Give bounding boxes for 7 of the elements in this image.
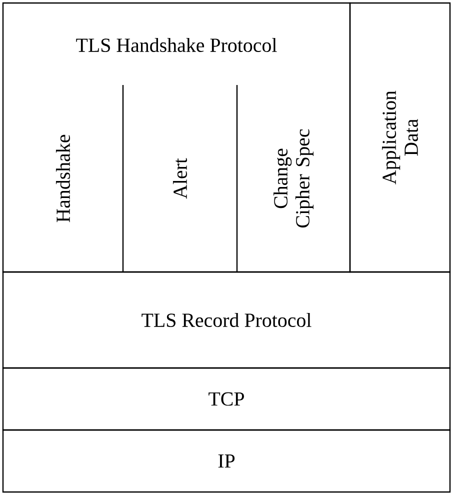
protocol-column: Handshake — [56, 134, 70, 222]
protocol-column: Alert — [172, 158, 187, 199]
protocol-column-box: Application Data — [349, 2, 451, 273]
layer-box: IP — [2, 429, 451, 493]
protocol-column: Change Cipher Spec — [274, 129, 314, 228]
layer-box: TCP — [2, 367, 451, 431]
layer-box: TLS Record Protocol — [2, 271, 451, 369]
